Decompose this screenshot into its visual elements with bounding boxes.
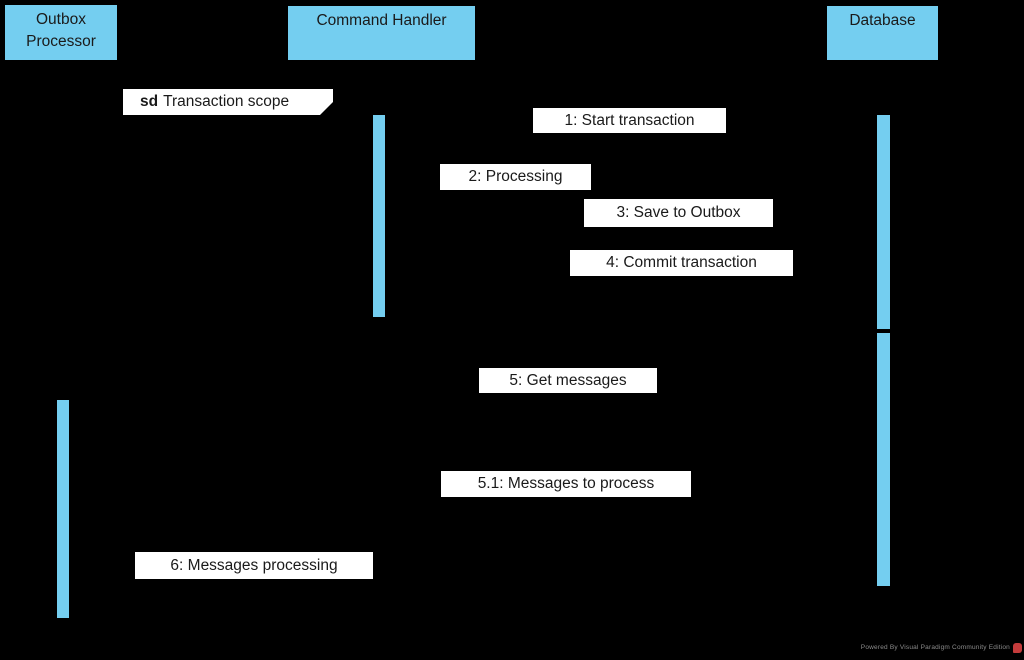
lifeline-head-database: Database — [825, 4, 940, 62]
message-label-commit-transaction: 4: Commit transaction — [570, 250, 793, 276]
message-label-save-to-outbox: 3: Save to Outbox — [584, 199, 773, 227]
message-label-get-messages: 5: Get messages — [479, 368, 657, 393]
fragment-keyword: sd — [140, 93, 159, 110]
message-label-processing: 2: Processing — [440, 164, 591, 190]
message-label-start-transaction: 1: Start transaction — [533, 108, 726, 133]
visual-paradigm-logo-icon — [1013, 642, 1022, 653]
lifeline-head-command-handler: Command Handler — [286, 4, 477, 62]
activation-bar-database-transaction — [877, 115, 890, 329]
fragment-operator-tag: sd Transaction scope — [123, 89, 333, 115]
fragment-name: Transaction scope — [163, 93, 290, 110]
lifeline-head-outbox-processor: Outbox Processor — [3, 3, 119, 62]
lifeline-label-outbox-processor: Outbox Processor — [26, 11, 96, 50]
message-label-messages-processing: 6: Messages processing — [135, 552, 373, 579]
activation-bar-outbox-processor — [57, 400, 69, 618]
message-label-messages-to-process: 5.1: Messages to process — [441, 471, 691, 497]
lifeline-label-database: Database — [849, 12, 916, 29]
activation-bar-command-handler — [373, 115, 385, 317]
watermark-text: Powered By Visual Paradigm Community Edi… — [860, 644, 1010, 651]
watermark: Powered By Visual Paradigm Community Edi… — [861, 641, 1022, 654]
activation-bar-database-polling — [877, 333, 890, 586]
lifeline-label-command-handler: Command Handler — [316, 12, 447, 29]
